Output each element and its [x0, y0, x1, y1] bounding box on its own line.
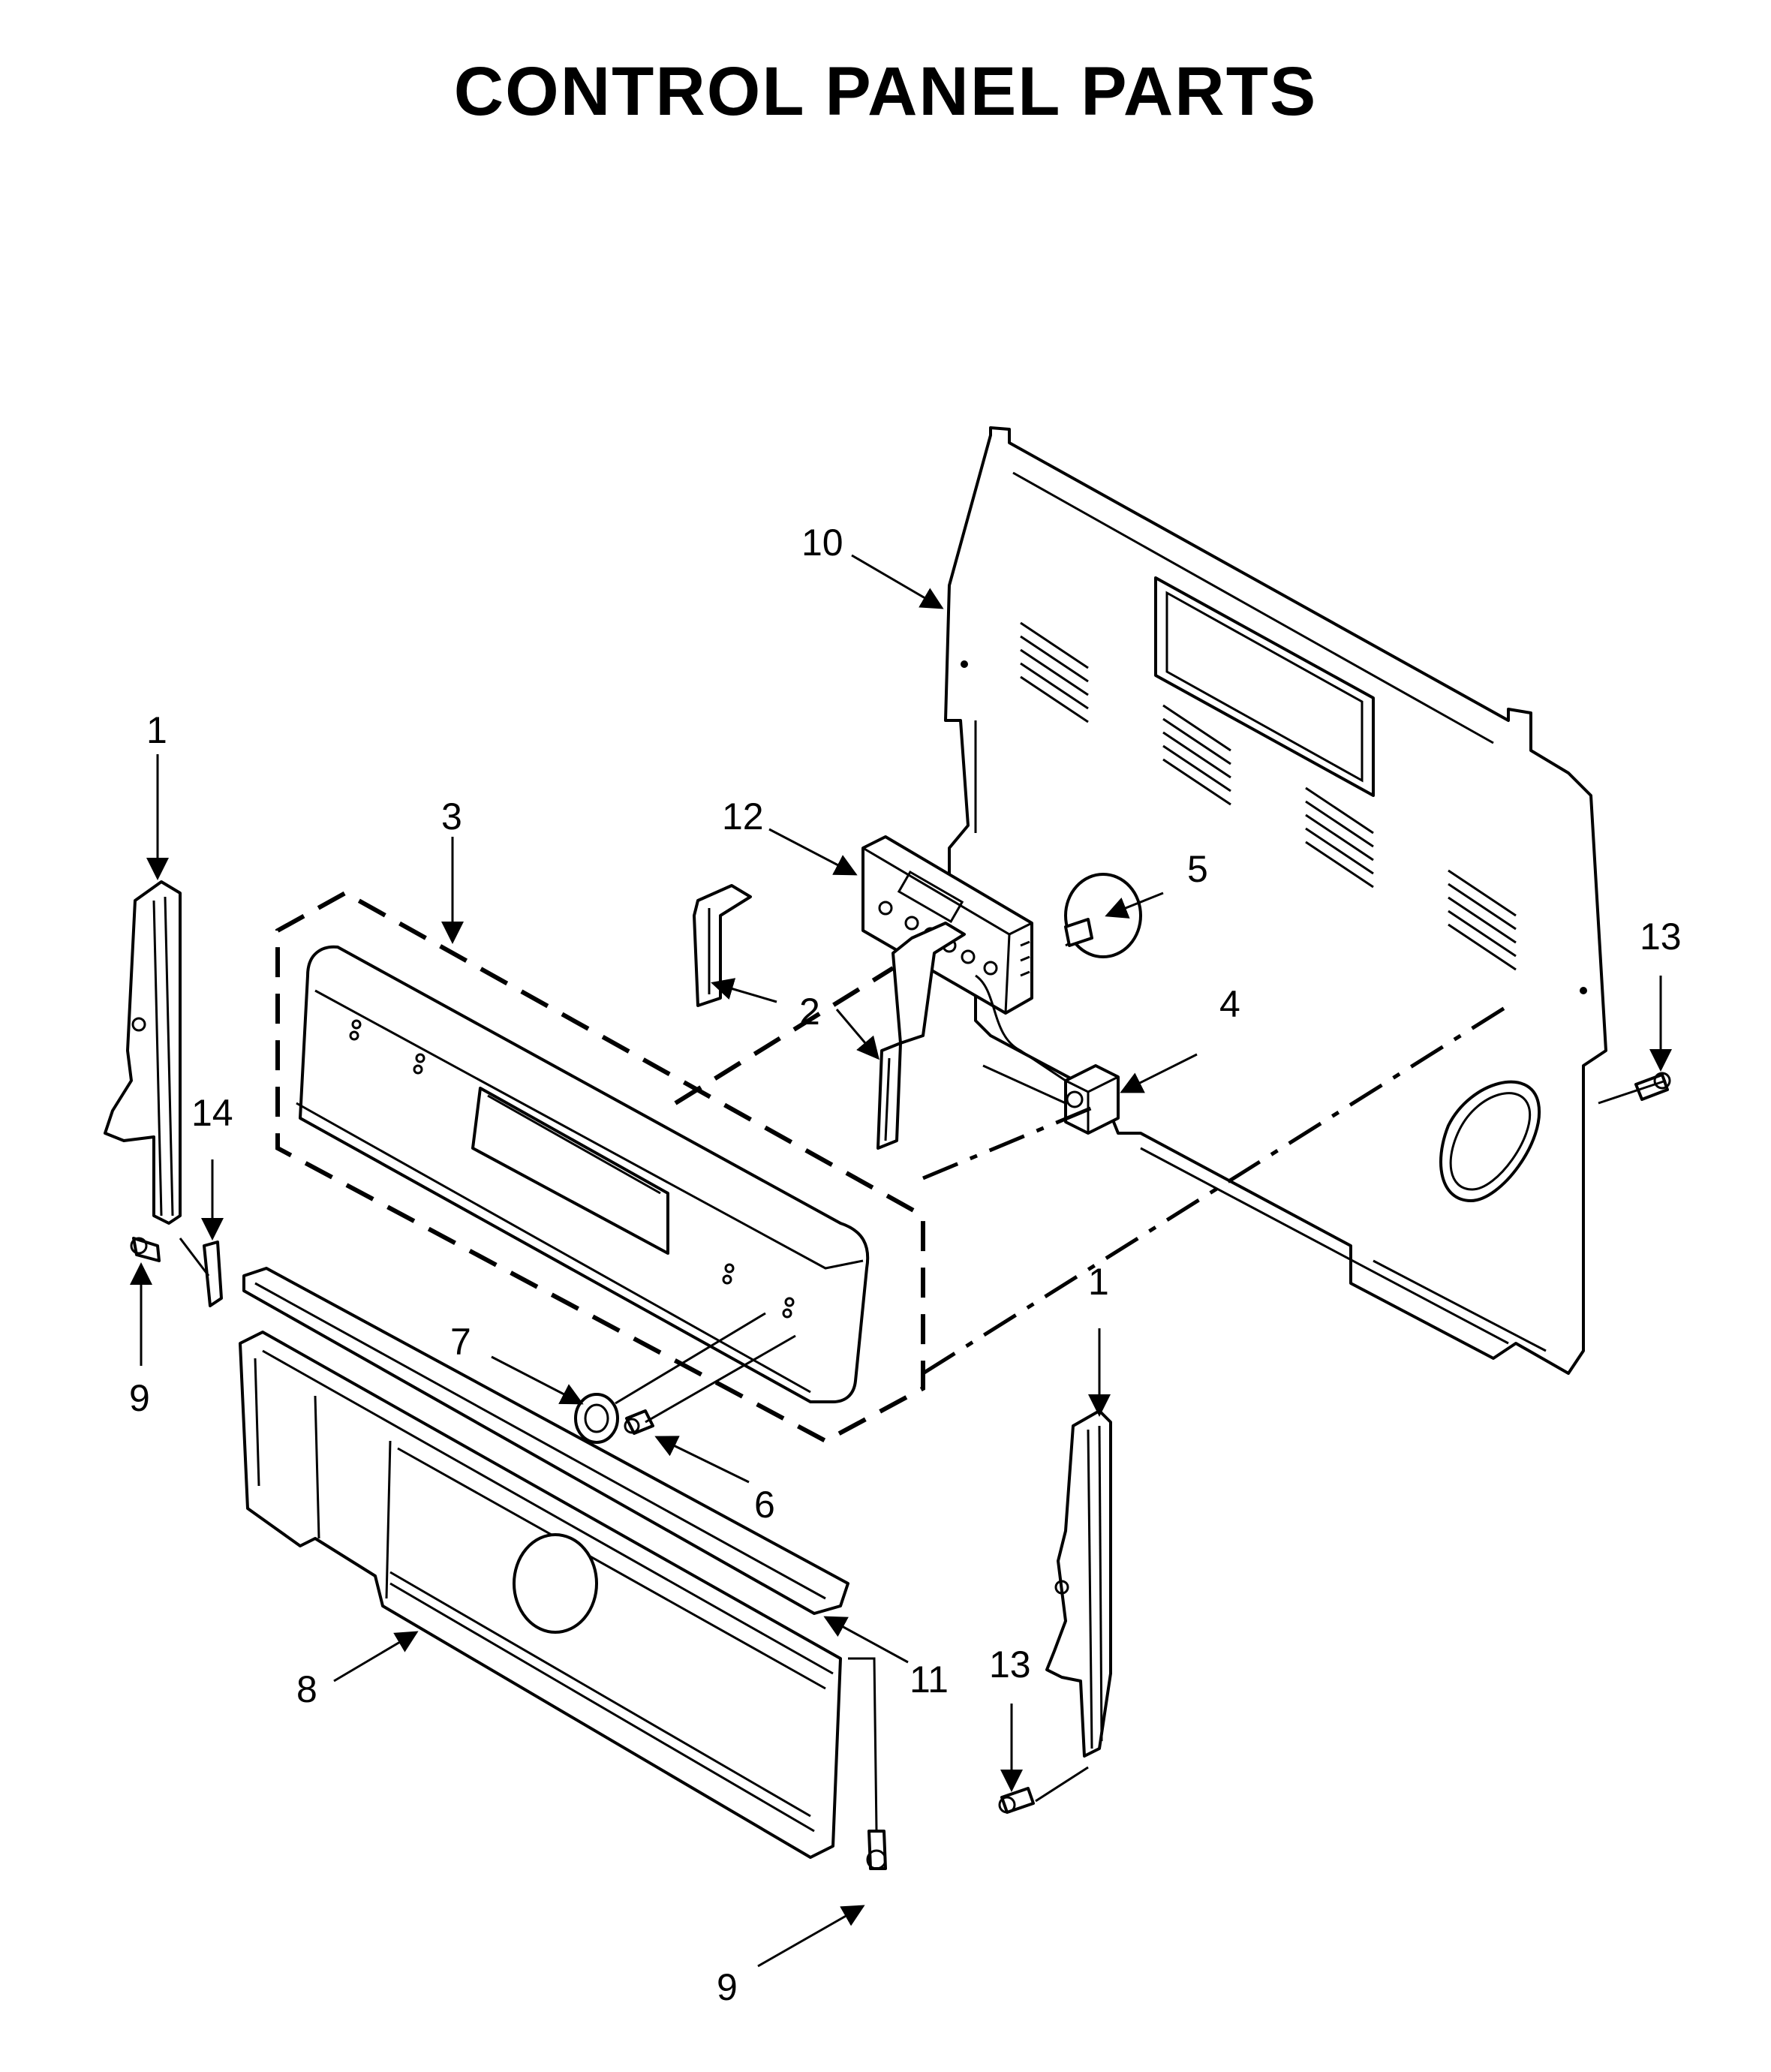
callout-9-bottom: 9	[717, 1966, 738, 2008]
part-9-screw-bottom	[866, 1830, 887, 1870]
callout-5: 5	[1187, 848, 1208, 890]
part-5-grommet-screw	[1064, 873, 1142, 958]
callout-13-right: 13	[1640, 916, 1682, 958]
callout-13-bottom: 13	[989, 1643, 1031, 1686]
part-14-clip	[203, 1240, 223, 1307]
part-13-screw-right	[1634, 1072, 1671, 1101]
callout-labels: 10 1 3 12 5 13 2 4 14 9 7 1 6 11 8 13 9	[129, 522, 1682, 2008]
part-13-screw-bottom	[998, 1787, 1035, 1814]
callout-10: 10	[801, 522, 843, 564]
callout-8: 8	[296, 1668, 317, 1710]
part-7-knob	[574, 1393, 619, 1444]
part-4-switch	[975, 974, 1120, 1135]
part-10-rear-console	[944, 426, 1607, 1375]
diagram-title: CONTROL PANEL PARTS	[453, 53, 1318, 130]
callout-4: 4	[1219, 983, 1240, 1025]
callout-6: 6	[754, 1484, 775, 1526]
part-1-left-side-bracket	[104, 880, 182, 1225]
callout-2: 2	[799, 991, 820, 1033]
callout-7: 7	[450, 1321, 471, 1363]
callout-3: 3	[441, 795, 462, 838]
part-2-brackets	[693, 884, 966, 1150]
callout-14: 14	[191, 1092, 233, 1134]
part-3-control-panel	[275, 890, 925, 1444]
callout-11: 11	[910, 1659, 949, 1701]
callout-1-left: 1	[146, 709, 167, 751]
callout-12: 12	[722, 795, 764, 838]
callout-leaders	[130, 554, 1672, 1968]
part-11-trim	[242, 1267, 849, 1615]
part-6-screw	[624, 1409, 654, 1435]
assembly-lines	[179, 966, 1667, 1832]
callout-1-right: 1	[1088, 1261, 1109, 1303]
part-1-right-side-bracket	[1045, 1409, 1112, 1758]
callout-9-left: 9	[129, 1377, 150, 1419]
part-8-manifold-panel	[239, 1331, 842, 1859]
part-9-screw-left	[130, 1237, 161, 1262]
